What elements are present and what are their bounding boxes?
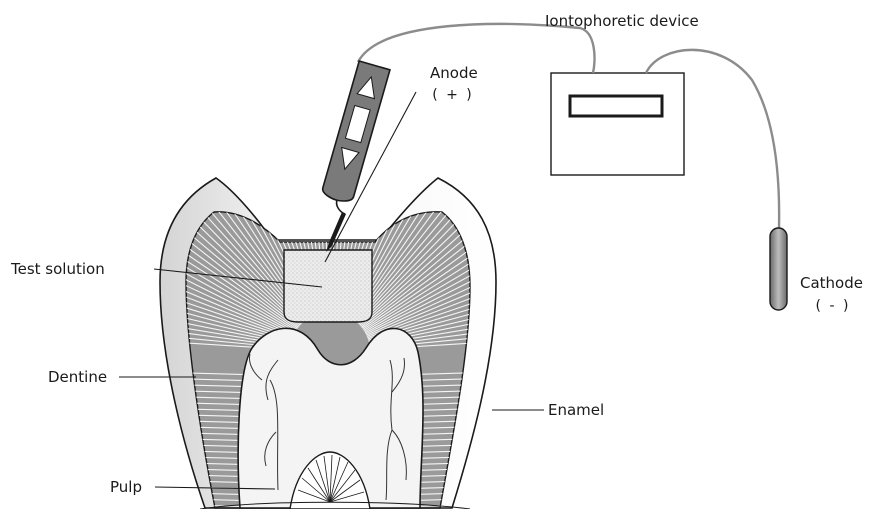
cathode-electrode	[770, 228, 787, 310]
anode-probe	[321, 61, 390, 252]
anode-polarity: ( + )	[428, 86, 478, 104]
device-box	[551, 73, 684, 175]
anode-label: Anode	[430, 64, 478, 82]
dentine-label: Dentine	[48, 368, 107, 386]
test-solution-well	[284, 250, 372, 322]
test-solution-label: Test solution	[11, 260, 105, 278]
pulp-label: Pulp	[110, 478, 142, 496]
cathode-label: Cathode	[800, 274, 863, 292]
cathode-polarity: ( - )	[808, 297, 858, 315]
enamel-label: Enamel	[548, 401, 604, 419]
device-label: Iontophoretic device	[545, 12, 699, 30]
device-display	[570, 96, 662, 116]
